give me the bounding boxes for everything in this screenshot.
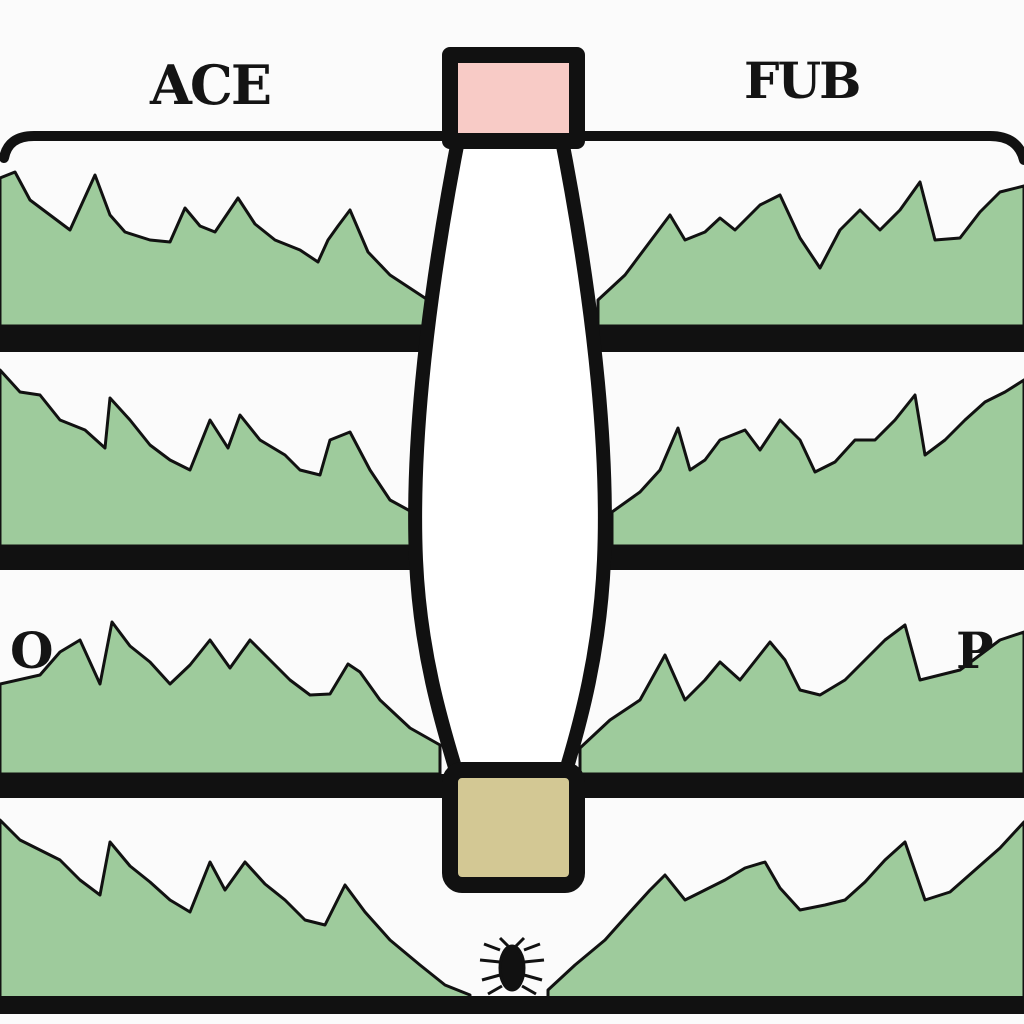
grass-row-3-right — [578, 623, 1024, 776]
label-top-left: ACE — [150, 53, 272, 117]
divider-bottom — [0, 996, 1024, 1014]
grass-row-4-left — [0, 818, 472, 1000]
label-top-right: FUB — [744, 51, 861, 110]
grass-row-1-right — [596, 180, 1024, 328]
grass-row-1-left — [0, 170, 430, 328]
center-tube — [408, 113, 612, 797]
label-mid-right: P — [956, 621, 994, 680]
grass-row-2-left — [0, 368, 414, 548]
bottom-cap — [442, 762, 585, 893]
grass-row-3-left — [0, 620, 442, 776]
bug-icon — [479, 936, 545, 996]
grass-row-2-right — [610, 378, 1024, 548]
label-mid-left: O — [10, 621, 54, 680]
grass-row-4-right — [546, 820, 1024, 1000]
top-cap — [442, 47, 585, 149]
